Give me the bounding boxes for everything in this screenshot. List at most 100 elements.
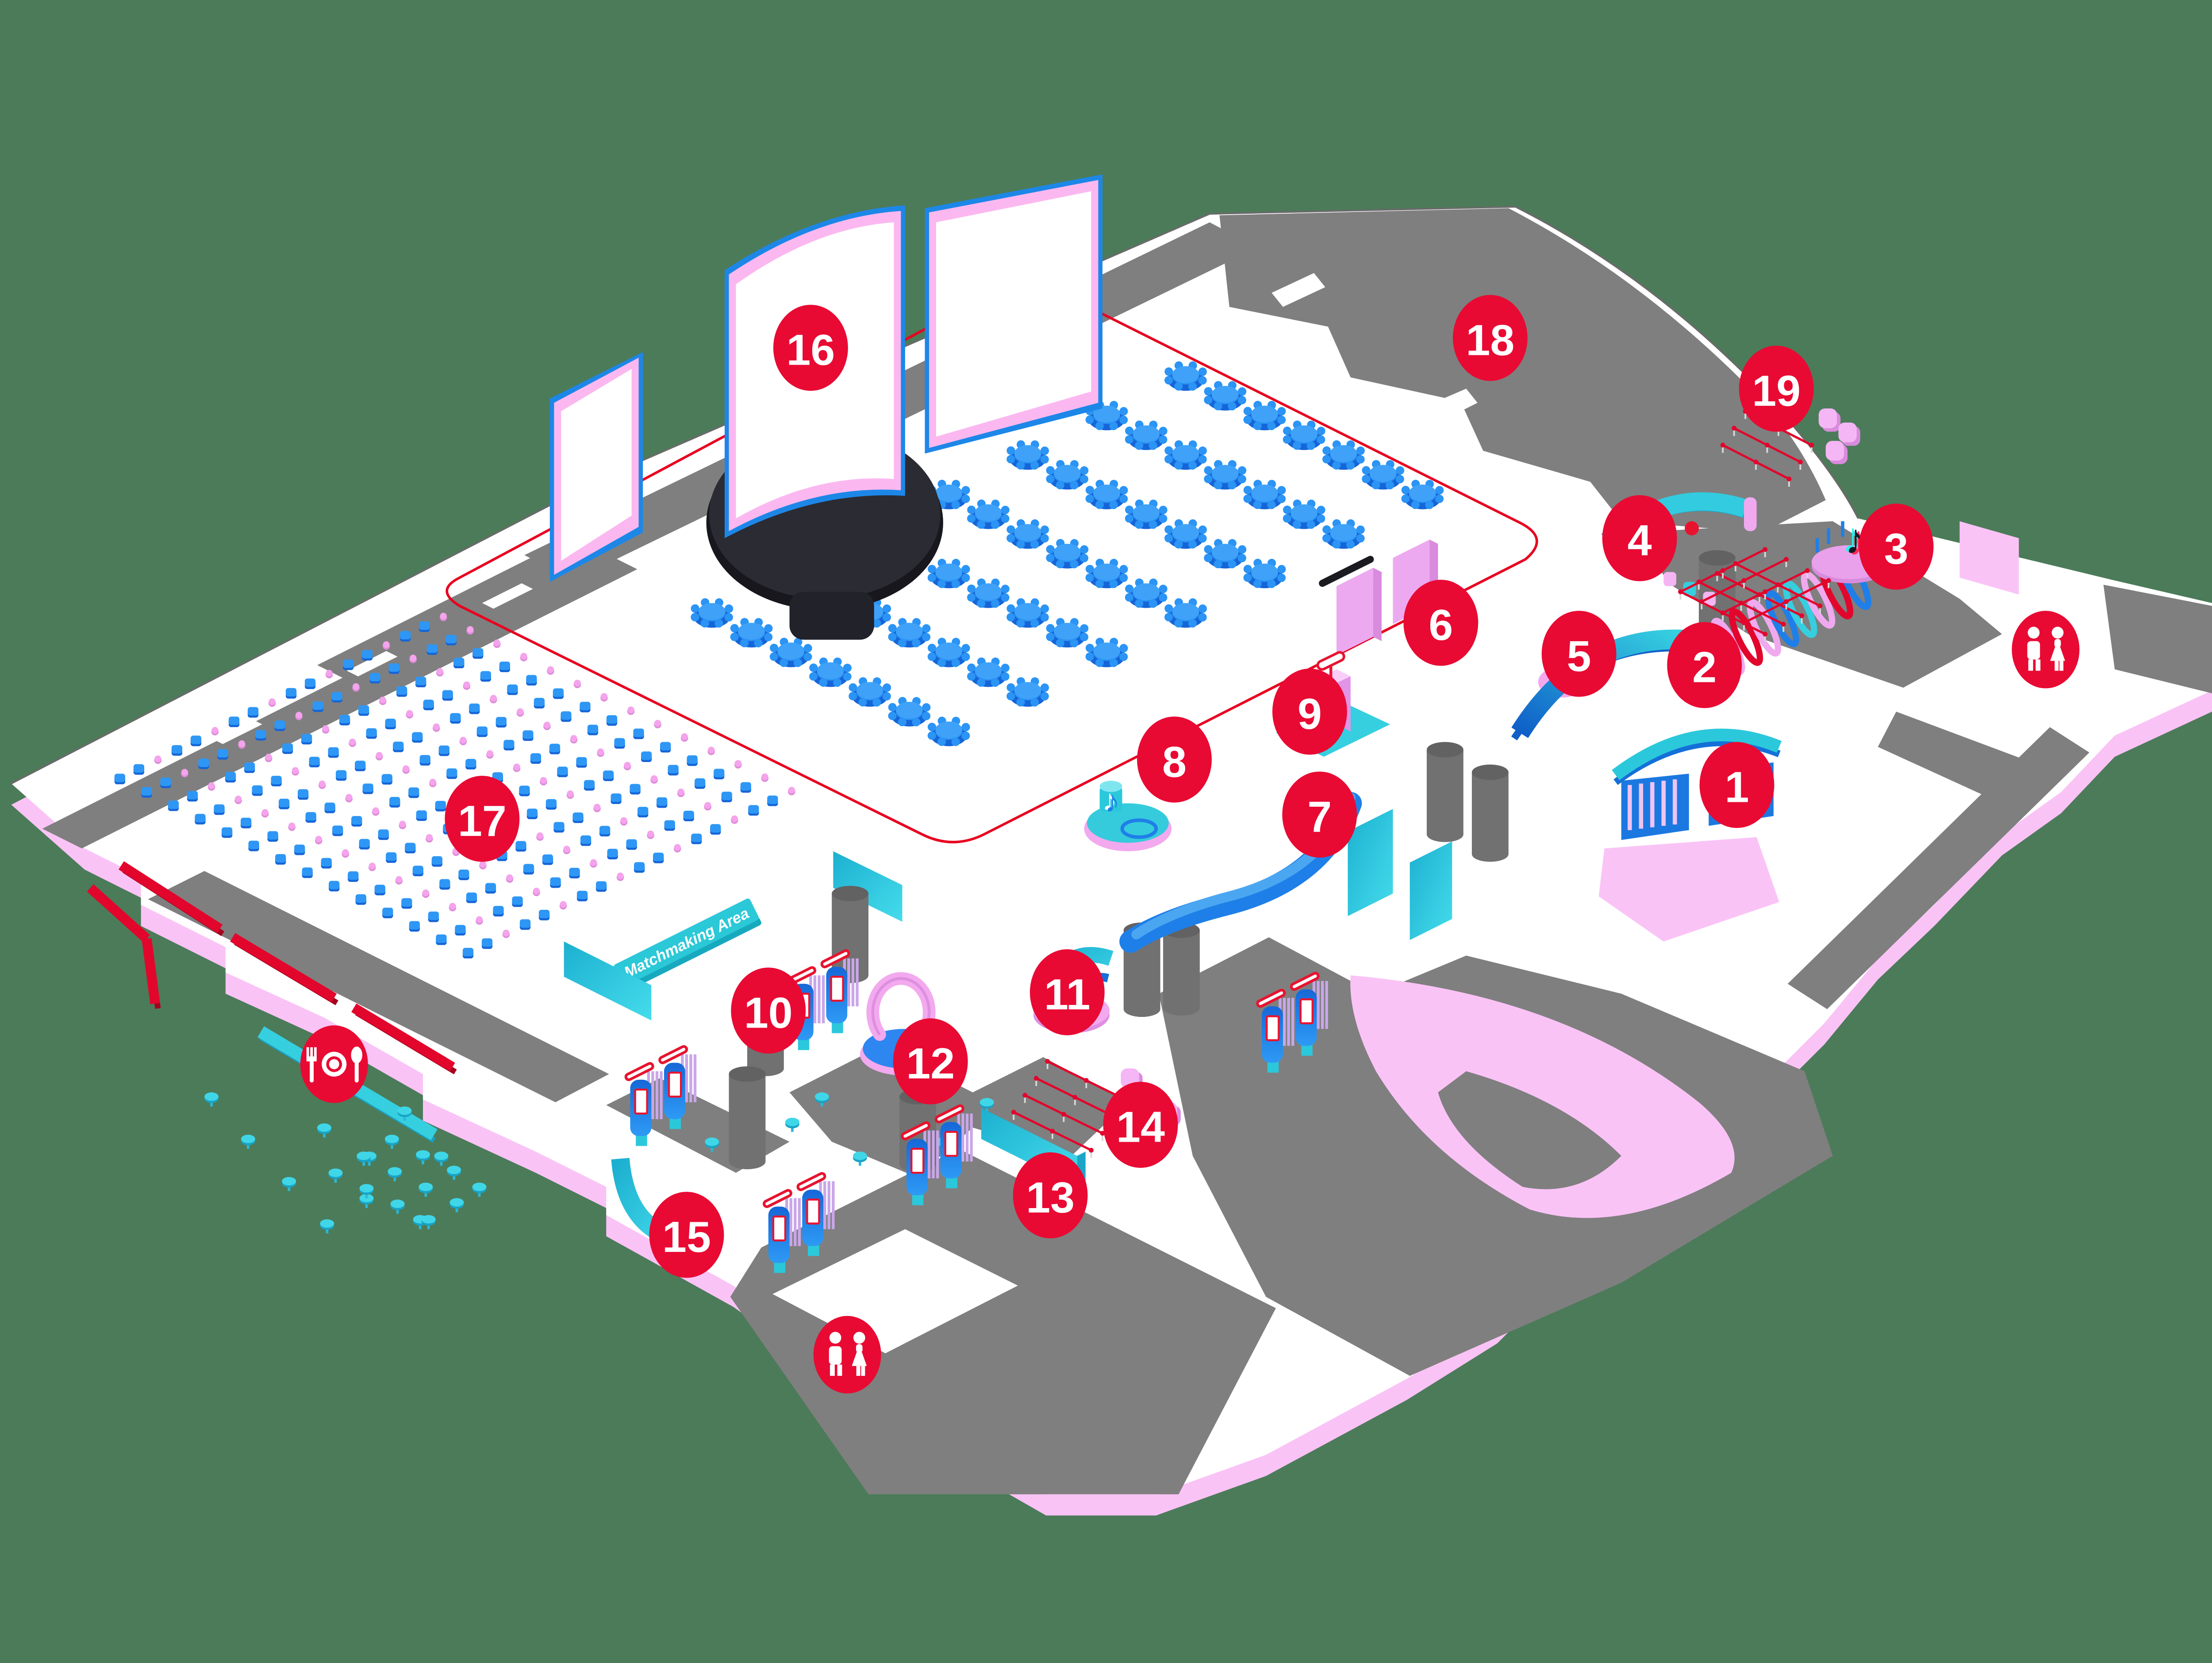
tunnel-ring <box>1728 608 1763 666</box>
kiosk <box>658 1045 697 1129</box>
matchmaking-seat <box>415 677 426 685</box>
marker-9: 9 <box>1272 668 1347 755</box>
kiosk-screen <box>944 1131 959 1157</box>
matchmaking-seat <box>412 732 423 741</box>
kiosk-screen <box>668 1071 682 1098</box>
stool-table <box>447 1166 461 1180</box>
matchmaking-seat <box>453 658 465 666</box>
marker-number: 12 <box>906 1039 955 1088</box>
round-table <box>769 638 812 667</box>
round-table <box>967 657 1010 687</box>
red-bar <box>230 933 337 1002</box>
round-table <box>1046 539 1089 569</box>
matchmaking-seat <box>576 757 587 766</box>
matchmaking-seat <box>493 906 504 915</box>
marker-number: 1 <box>1725 763 1749 812</box>
round-table <box>1006 440 1049 470</box>
marker-3: 3 <box>1859 504 1934 590</box>
column <box>1426 742 1463 842</box>
round-table <box>1204 381 1247 411</box>
marker-5: 5 <box>1541 611 1617 697</box>
matchmaking-seat <box>633 728 644 737</box>
round-table <box>1046 460 1089 490</box>
matchmaking-seat <box>481 938 493 947</box>
matchmaking-seat <box>198 758 209 767</box>
matchmaking-seat <box>221 827 233 836</box>
stool-table <box>320 1219 334 1234</box>
stool-table <box>397 1106 412 1121</box>
kiosk-screen <box>830 976 844 1002</box>
matchmaking-seat <box>431 856 443 865</box>
marker-number: 10 <box>744 988 793 1037</box>
round-table <box>1164 440 1207 470</box>
matchmaking-seat <box>419 755 430 764</box>
matchmaking-seat <box>214 804 225 813</box>
round-table <box>1125 420 1167 450</box>
marker-number: 2 <box>1692 643 1717 692</box>
matchmaking-seat <box>275 854 286 863</box>
stool-table <box>434 1151 449 1166</box>
round-table <box>1085 480 1128 509</box>
matchmaking-seat <box>274 720 285 729</box>
matchmaking-seat <box>381 774 392 783</box>
matchmaking-seat <box>305 812 316 821</box>
stool-table <box>384 1135 399 1149</box>
svg-text:♪: ♪ <box>1102 784 1117 817</box>
round-table <box>888 697 931 727</box>
marker-14: 14 <box>1103 1082 1178 1168</box>
matchmaking-seat <box>312 701 323 710</box>
marker-19: 19 <box>1739 346 1814 432</box>
matchmaking-seat <box>714 769 725 778</box>
stool-table <box>388 1167 402 1182</box>
marker-number: 19 <box>1752 366 1801 415</box>
matchmaking-seat <box>324 802 335 811</box>
kiosk-screen <box>634 1088 648 1115</box>
column <box>1471 764 1509 862</box>
stool-table <box>390 1199 405 1214</box>
marker-2: 2 <box>1667 622 1742 708</box>
round-table <box>927 558 970 589</box>
matchmaking-seat <box>653 852 664 861</box>
marker-12: 12 <box>893 1018 968 1105</box>
matchmaking-seat <box>523 864 534 873</box>
matchmaking-seat <box>389 797 400 806</box>
round-table <box>1164 519 1207 549</box>
marker-13: 13 <box>1013 1152 1088 1239</box>
matchmaking-seat <box>252 785 263 794</box>
stool-table <box>421 1215 436 1229</box>
sign-side <box>623 917 761 991</box>
matchmaking-seat <box>519 919 531 928</box>
matchmaking-seat <box>409 921 420 930</box>
matchmaking-seat <box>393 741 404 750</box>
marker-number: 18 <box>1466 316 1514 364</box>
rope-barrier <box>1033 1076 1116 1124</box>
matchmaking-seat <box>614 738 625 747</box>
matchmaking-seat <box>472 648 484 657</box>
round-table <box>1125 578 1167 608</box>
marker-number: 8 <box>1162 737 1187 786</box>
matchmaking-seat <box>512 896 523 905</box>
matchmaking-seat <box>358 705 369 714</box>
matchmaking-seat <box>302 867 313 876</box>
matchmaking-seat <box>450 713 461 722</box>
matchmaking-seat <box>247 707 259 716</box>
matchmaking-seat <box>466 892 477 901</box>
matchmaking-seat <box>195 814 206 823</box>
matchmaking-seat <box>386 852 397 861</box>
matchmaking-seat <box>519 785 530 794</box>
round-table <box>1322 440 1365 470</box>
matchmaking-seat <box>553 822 565 831</box>
matchmaking-seat <box>359 839 370 847</box>
matchmaking-seat <box>683 810 694 820</box>
round-table <box>1283 499 1325 529</box>
screen-right <box>925 174 1103 454</box>
matchmaking-seat <box>611 793 622 802</box>
matchmaking-seat <box>577 890 588 899</box>
stool-table <box>472 1182 487 1197</box>
matchmaking-seat <box>428 911 439 920</box>
matchmaking-seat <box>465 758 476 768</box>
matchmaking-seat <box>255 730 266 739</box>
round-table <box>1401 480 1444 509</box>
